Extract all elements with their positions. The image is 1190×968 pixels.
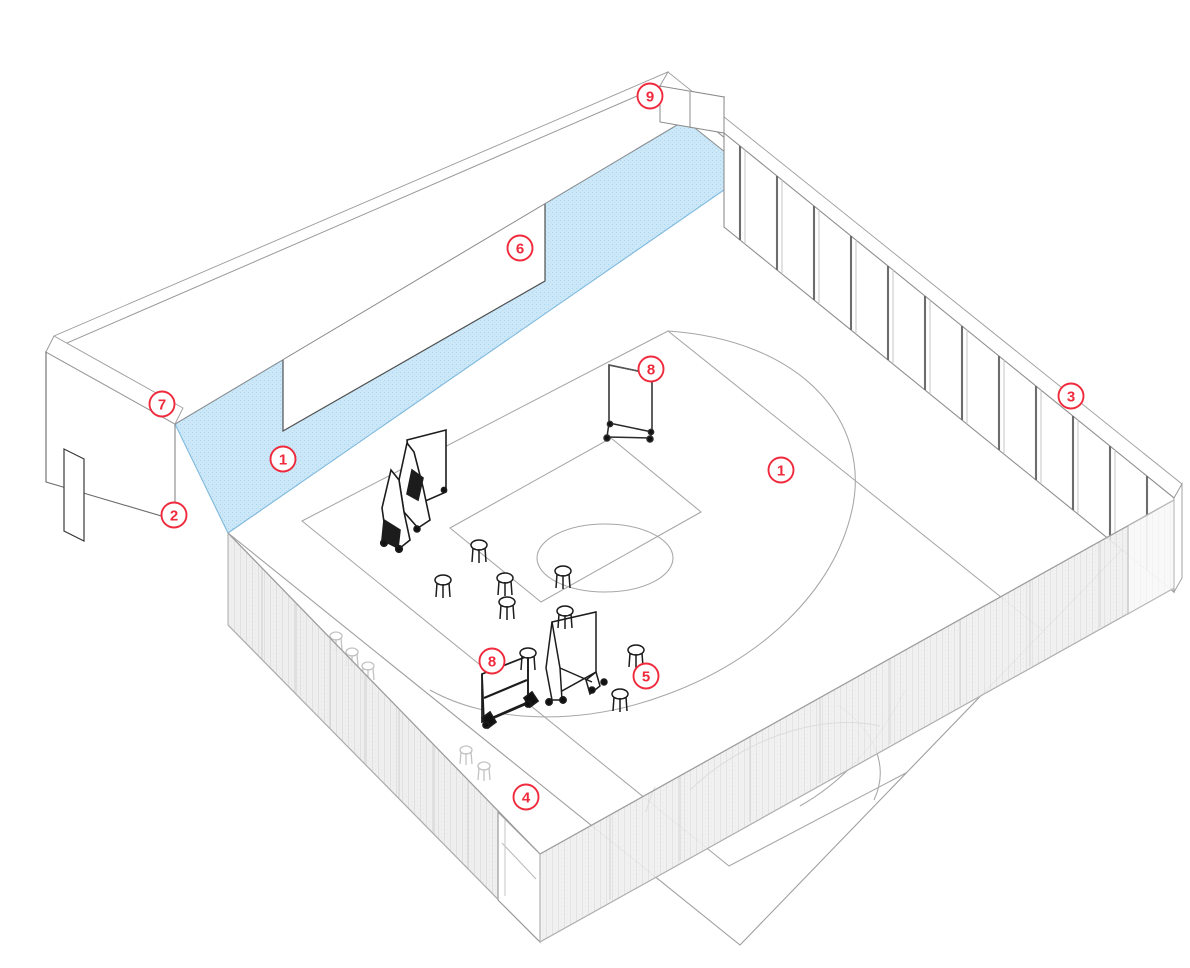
- hoop-caster-a: [379, 538, 389, 548]
- callout-number: 7: [158, 397, 166, 414]
- stool: [627, 644, 645, 668]
- curtain-wall-mullion-highlights: [744, 150, 1116, 544]
- rolling-divider-panel: [545, 611, 608, 706]
- stool: [434, 574, 452, 598]
- callout-circle: [767, 456, 795, 484]
- callout-marker-7[interactable]: 7: [148, 390, 176, 418]
- stool: [470, 539, 488, 563]
- divider-caster-d: [600, 678, 608, 686]
- callout-marker-4[interactable]: 4: [512, 783, 540, 811]
- corner-entry-panel: [497, 810, 541, 944]
- divider-caster-b: [559, 696, 567, 704]
- three-point-arc: [429, 330, 856, 718]
- stool: [498, 596, 516, 620]
- callout-circle: [512, 783, 540, 811]
- front-left-wall-bottom-edge: [227, 624, 539, 941]
- front-left-wall-top-edge: [227, 532, 539, 853]
- callout-circle: [478, 647, 506, 675]
- cart-upper-caster-a: [603, 434, 611, 442]
- callout-circle: [148, 390, 176, 418]
- portable-basketball-hoop: [379, 428, 448, 554]
- callout-circle: [632, 662, 660, 690]
- callout-marker-1[interactable]: 1: [269, 445, 297, 473]
- callout-number: 3: [1067, 389, 1075, 406]
- rolling-equipment-cart-upper: [603, 364, 655, 443]
- callout-number: 1: [279, 452, 287, 469]
- divider-caster-c: [588, 686, 596, 694]
- callout-circle: [637, 355, 665, 383]
- divider-brace: [559, 667, 593, 683]
- callout-marker-2[interactable]: 2: [160, 501, 188, 529]
- divider-leg-left: [545, 621, 563, 701]
- hoop-caster-b: [394, 544, 404, 554]
- callout-marker-8[interactable]: 8: [637, 355, 665, 383]
- right-corner-post: [1127, 499, 1175, 615]
- callout-number: 1: [777, 463, 785, 480]
- front-right-wall-bottom-edge: [539, 587, 1175, 943]
- stool: [554, 565, 572, 589]
- stool: [556, 605, 574, 629]
- callout-marker-1[interactable]: 1: [767, 456, 795, 484]
- callout-number: 9: [646, 89, 654, 106]
- callout-number: 8: [488, 654, 496, 671]
- callout-number: 4: [522, 790, 531, 807]
- stool: [496, 572, 514, 596]
- callout-circle: [160, 501, 188, 529]
- callout-circle: [636, 82, 664, 110]
- roof-corner-return: [659, 85, 725, 134]
- right-end-return-wall: [1173, 482, 1183, 594]
- left-wall-door-opening: [63, 448, 85, 542]
- hoop-rim-anchor: [440, 486, 448, 494]
- callout-circle: [269, 445, 297, 473]
- free-throw-circle: [536, 523, 674, 593]
- cart-upper-caster-b: [646, 435, 654, 443]
- stools-group: [434, 539, 645, 712]
- front-right-mesh-wall: [539, 499, 1175, 943]
- divider-caster-a: [545, 698, 553, 706]
- callout-marker-5[interactable]: 5: [632, 662, 660, 690]
- callout-marker-9[interactable]: 9: [636, 82, 664, 110]
- callout-markers-layer: 1 1 2 3 4 5 6 7 8 8 9: [148, 82, 1085, 811]
- callout-number: 2: [170, 508, 178, 525]
- cart-upper-caster-c: [606, 420, 614, 428]
- callout-circle: [1057, 382, 1085, 410]
- callout-number: 5: [642, 669, 650, 686]
- callout-number: 8: [647, 362, 655, 379]
- callout-circle: [506, 234, 534, 262]
- hoop-arm-fill: [406, 468, 424, 502]
- cart-upper-base: [606, 436, 651, 439]
- callout-marker-3[interactable]: 3: [1057, 382, 1085, 410]
- hoop-caster-c: [413, 525, 421, 533]
- cart-lower-shelf: [483, 678, 528, 700]
- cart-lower-post-left: [481, 673, 485, 723]
- stool: [519, 647, 537, 671]
- callout-marker-6[interactable]: 6: [506, 234, 534, 262]
- corner-entry-panel-rail: [501, 842, 537, 880]
- cart-lower-caster-b: [524, 700, 532, 708]
- back-left-wall: [44, 71, 726, 534]
- back-right-glazed-wall: [659, 71, 1183, 594]
- cart-upper-caster-d: [647, 428, 655, 436]
- front-right-mesh-panel-joints: [609, 542, 1101, 903]
- stool: [611, 688, 629, 712]
- callout-marker-8[interactable]: 8: [478, 647, 506, 675]
- curtain-wall-mullions: [738, 146, 1149, 570]
- callout-number: 6: [516, 241, 524, 258]
- front-right-wall-top-edge: [539, 499, 1175, 855]
- cart-lower-caster-a: [482, 721, 490, 729]
